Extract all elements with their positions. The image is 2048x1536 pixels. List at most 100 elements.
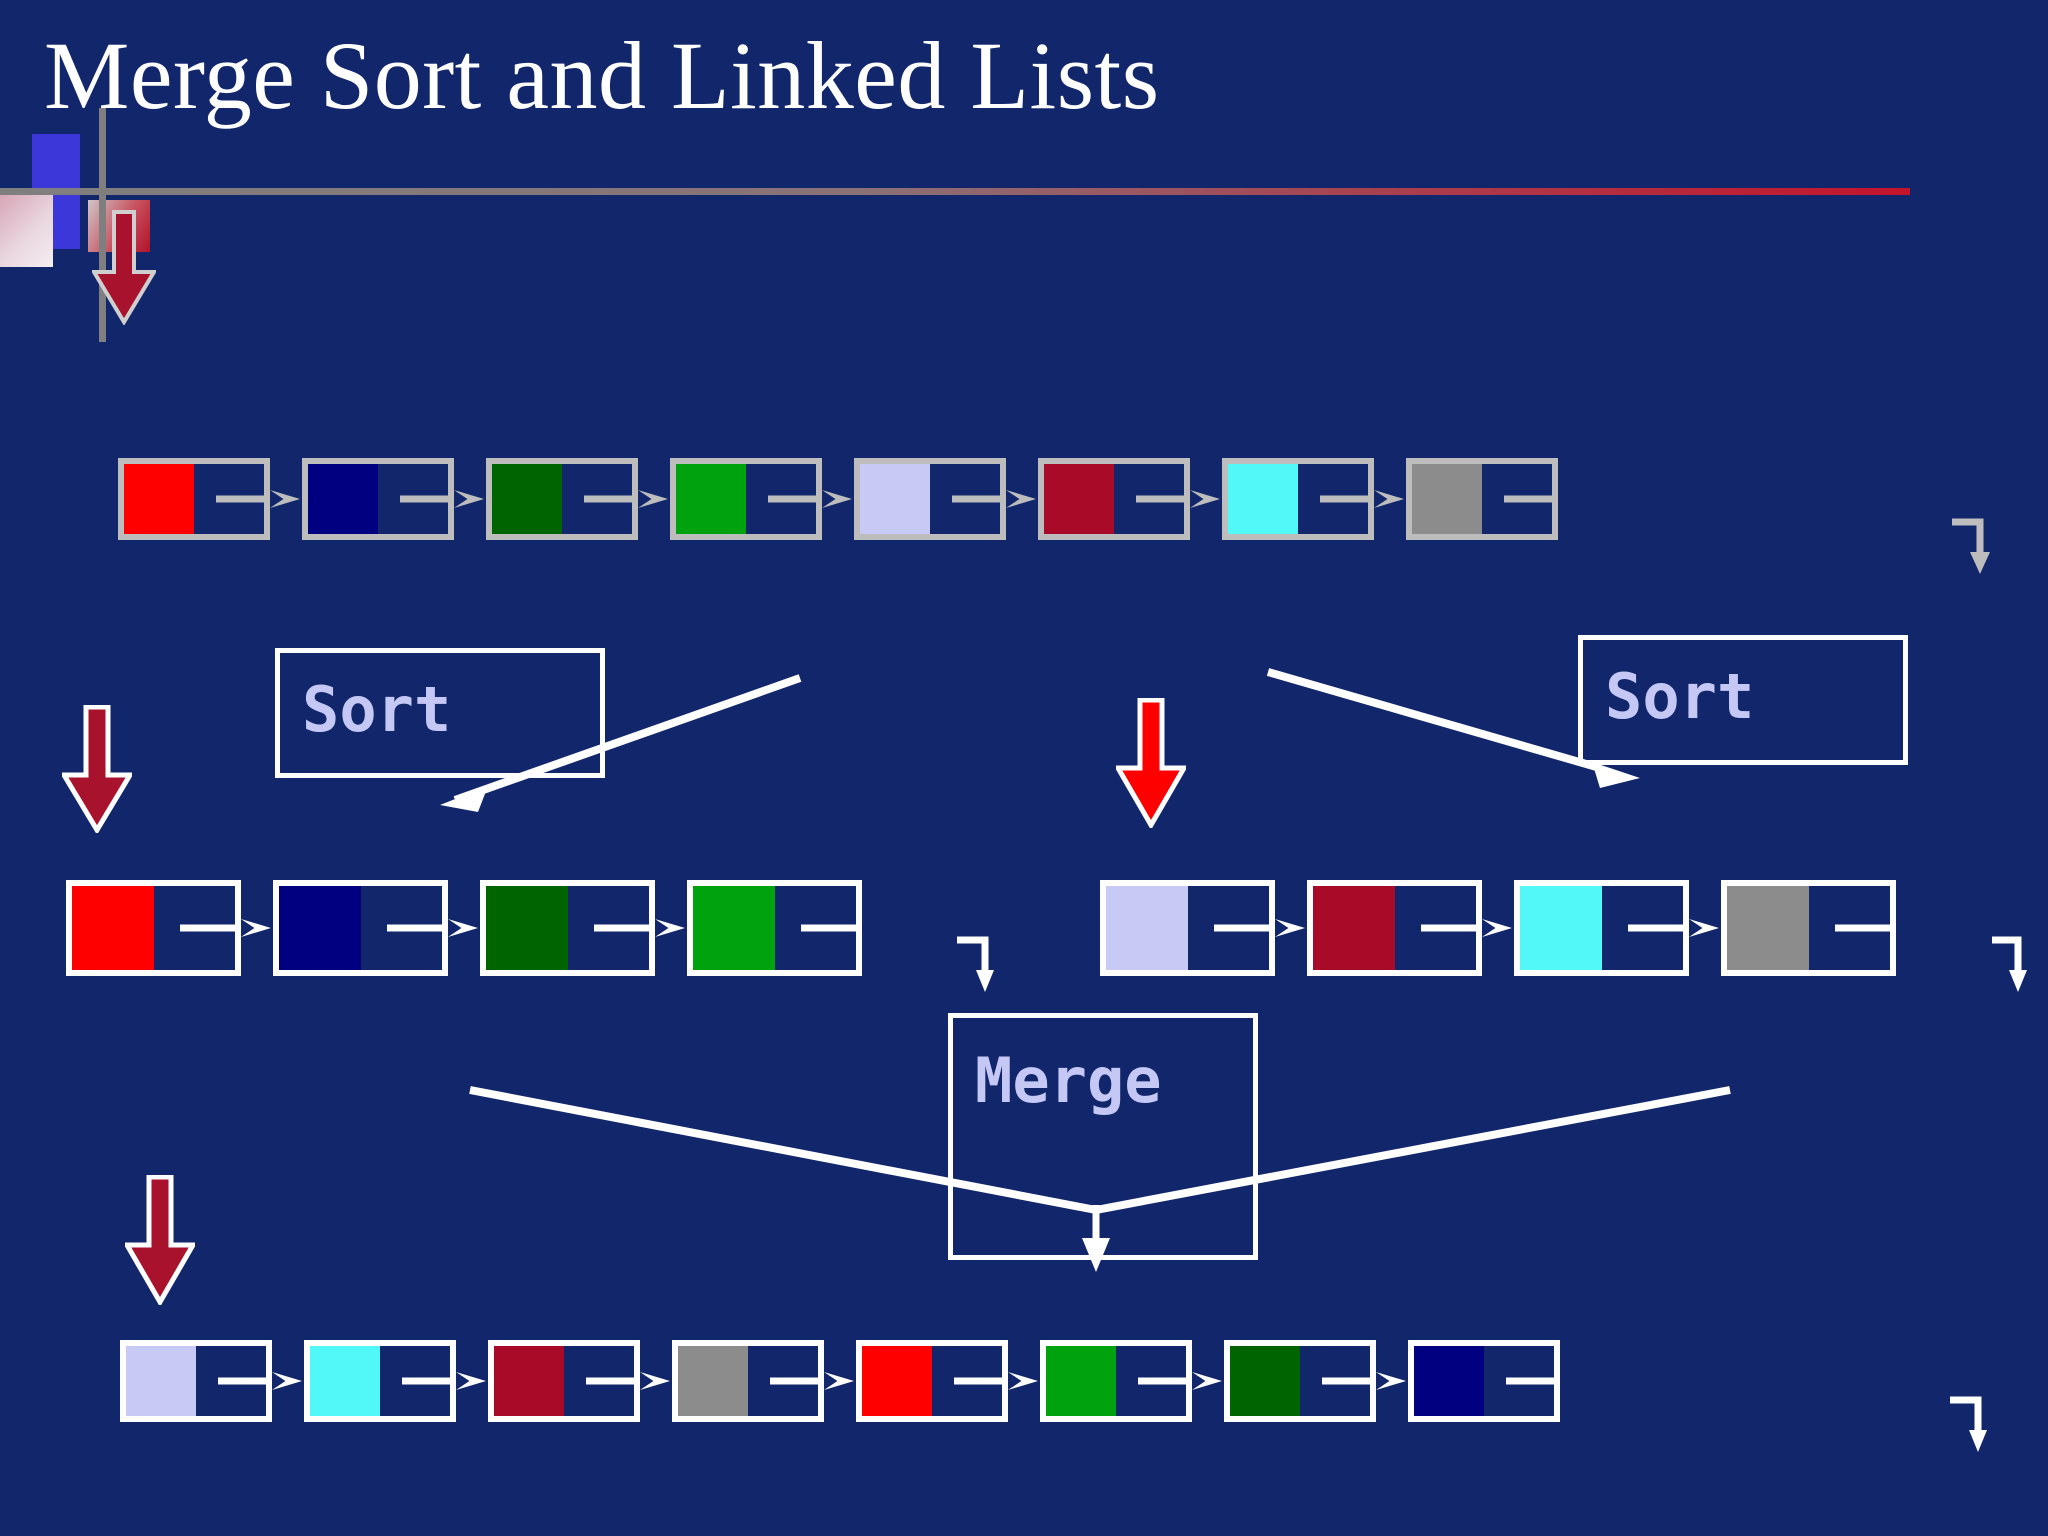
sort-left-label: Sort [302, 673, 452, 746]
node-link-arrowhead [638, 487, 670, 511]
list-node [1406, 458, 1558, 540]
node-data-cell [1228, 464, 1298, 534]
sort-left-box[interactable]: Sort [275, 648, 605, 778]
node-pointer-cell [378, 464, 448, 534]
node-pointer-cell [1809, 886, 1891, 970]
list-node [66, 880, 241, 976]
node-data-cell [1520, 886, 1602, 970]
node-pointer-cell [1484, 1346, 1554, 1416]
node-link-arrowhead [1482, 916, 1514, 940]
page-title: Merge Sort and Linked Lists [44, 22, 1160, 129]
node-link-arrowhead [824, 1369, 856, 1393]
node-pointer-cell [568, 886, 650, 970]
node-pointer-cell [380, 1346, 450, 1416]
node-data-cell [494, 1346, 564, 1416]
list-node [1224, 1340, 1376, 1422]
node-pointer-cell [1395, 886, 1477, 970]
node-data-cell [124, 464, 194, 534]
list-node [854, 458, 1006, 540]
left-half-list [66, 880, 862, 976]
list-node [273, 880, 448, 976]
node-data-cell [1412, 464, 1482, 534]
list-node [687, 880, 862, 976]
node-link-arrowhead [822, 487, 854, 511]
left-half-list-tail-arrow [955, 918, 1009, 994]
decor-horizontal-rule [0, 188, 1910, 195]
list-node [480, 880, 655, 976]
right-sort-step-arrow [1116, 698, 1186, 828]
list-node [1721, 880, 1896, 976]
node-data-cell [862, 1346, 932, 1416]
node-link-arrowhead [1374, 487, 1406, 511]
node-pointer-cell [932, 1346, 1002, 1416]
node-data-cell [1106, 886, 1188, 970]
node-pointer-cell [361, 886, 443, 970]
node-data-cell [310, 1346, 380, 1416]
node-link-arrowhead [1006, 487, 1038, 511]
node-pointer-cell [1116, 1346, 1186, 1416]
node-pointer-cell [564, 1346, 634, 1416]
node-pointer-cell [196, 1346, 266, 1416]
merge-label: Merge [975, 1044, 1162, 1117]
decor-gradient-square [0, 195, 53, 267]
node-data-cell [486, 886, 568, 970]
list-node [120, 1340, 272, 1422]
node-data-cell [1414, 1346, 1484, 1416]
list-node [856, 1340, 1008, 1422]
merge-step-arrow [125, 1175, 195, 1305]
node-link-arrowhead [1192, 1369, 1224, 1393]
node-link-arrowhead [1689, 916, 1721, 940]
node-pointer-cell [930, 464, 1000, 534]
node-link-arrowhead [454, 487, 486, 511]
node-pointer-cell [1298, 464, 1368, 534]
node-data-cell [1046, 1346, 1116, 1416]
list-node [488, 1340, 640, 1422]
list-node [302, 458, 454, 540]
node-link-arrowhead [241, 916, 273, 940]
merged-list [120, 1340, 1560, 1422]
merged-list-tail-arrow [1948, 1378, 2002, 1454]
node-pointer-cell [154, 886, 236, 970]
node-pointer-cell [1188, 886, 1270, 970]
node-data-cell [693, 886, 775, 970]
node-data-cell [492, 464, 562, 534]
node-pointer-cell [746, 464, 816, 534]
list-node [118, 458, 270, 540]
node-data-cell [1313, 886, 1395, 970]
node-pointer-cell [194, 464, 264, 534]
node-data-cell [308, 464, 378, 534]
node-link-arrowhead [1008, 1369, 1040, 1393]
node-data-cell [676, 464, 746, 534]
node-pointer-cell [1300, 1346, 1370, 1416]
node-link-arrowhead [456, 1369, 488, 1393]
node-link-arrowhead [1190, 487, 1222, 511]
node-pointer-cell [1114, 464, 1184, 534]
node-data-cell [860, 464, 930, 534]
node-data-cell [1727, 886, 1809, 970]
sort-right-label: Sort [1605, 660, 1755, 733]
right-half-list-tail-arrow [1990, 918, 2044, 994]
sort-right-box[interactable]: Sort [1578, 635, 1908, 765]
node-data-cell [279, 886, 361, 970]
merge-box[interactable]: Merge [948, 1013, 1258, 1260]
node-link-arrowhead [448, 916, 480, 940]
unsorted-list-tail-arrow [1950, 500, 2004, 576]
list-node [1307, 880, 1482, 976]
list-node [1408, 1340, 1560, 1422]
node-pointer-cell [562, 464, 632, 534]
node-link-arrowhead [655, 916, 687, 940]
right-half-list [1100, 880, 1896, 976]
node-link-arrowhead [640, 1369, 672, 1393]
node-data-cell [1044, 464, 1114, 534]
node-pointer-cell [1482, 464, 1552, 534]
node-pointer-cell [775, 886, 857, 970]
node-data-cell [126, 1346, 196, 1416]
list-node [1514, 880, 1689, 976]
node-pointer-cell [1602, 886, 1684, 970]
left-sort-step-arrow [62, 705, 132, 833]
node-data-cell [678, 1346, 748, 1416]
unsorted-list [118, 458, 1558, 540]
list-node [672, 1340, 824, 1422]
top-step-arrow [92, 210, 156, 325]
